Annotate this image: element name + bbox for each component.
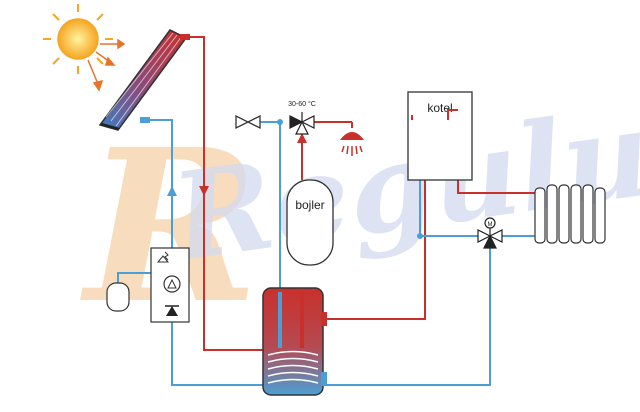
expansion-vessel-icon <box>106 282 130 312</box>
boiler-label: bojler <box>295 198 324 212</box>
sun-icon <box>43 4 126 92</box>
motor-symbol: M <box>488 222 493 228</box>
heater-label: kotel <box>427 101 452 115</box>
cold-flow-arrow <box>167 186 177 196</box>
shower-icon <box>338 121 364 156</box>
pipe-junction <box>277 119 283 125</box>
heater-icon <box>407 91 473 181</box>
solar-panel-icon <box>98 29 190 131</box>
boiler-tank-icon <box>286 179 334 266</box>
radiator-icon <box>534 184 606 244</box>
temperature-label: 30-60 °C <box>288 100 316 108</box>
pump-station-icon <box>150 247 190 323</box>
shutoff-valve-icon <box>235 114 261 130</box>
pipe-junction-2 <box>417 233 423 239</box>
storage-tank-icon <box>262 287 327 396</box>
hot-flow-arrows <box>199 133 307 196</box>
motorized-valve-icon <box>477 217 503 249</box>
mixing-valve-icon <box>289 112 315 135</box>
